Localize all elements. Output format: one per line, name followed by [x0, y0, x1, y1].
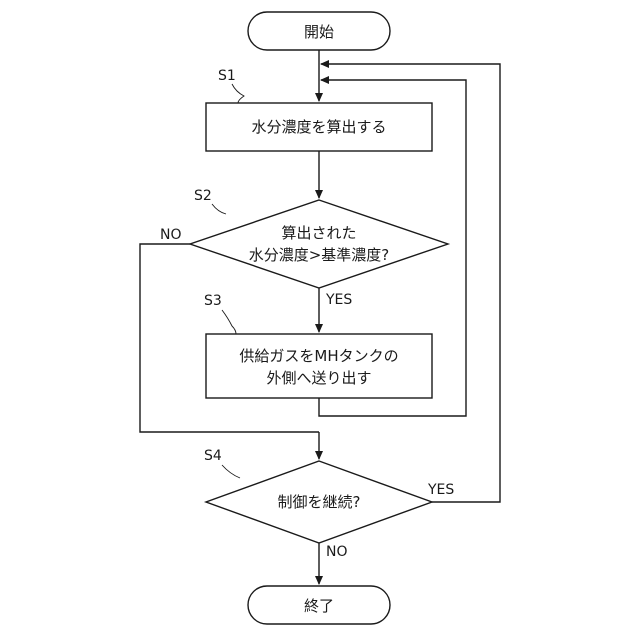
s3-process-box	[206, 334, 432, 398]
branch-label-s4-yes: YES	[427, 482, 454, 498]
start-label: 開始	[304, 23, 334, 41]
s2-decision-line1: 算出された	[281, 224, 356, 242]
s2-decision-line2: 水分濃度>基準濃度?	[249, 246, 390, 264]
s4-decision-text: 制御を継続?	[278, 493, 361, 511]
step-lead-s1	[232, 84, 244, 103]
step-label-s4: S4	[204, 448, 222, 464]
branch-label-s4-no: NO	[326, 544, 348, 560]
s3-process-line1: 供給ガスをMHタンクの	[239, 347, 398, 365]
step-lead-s3	[222, 310, 236, 334]
branch-label-s2-yes: YES	[325, 292, 352, 308]
step-label-s1: S1	[218, 68, 236, 84]
s3-process-line2: 外側へ送り出す	[266, 369, 371, 387]
branch-label-s2-no: NO	[160, 227, 182, 243]
s2-decision	[190, 200, 448, 288]
step-label-s3: S3	[204, 293, 222, 309]
end-label: 終了	[304, 597, 334, 615]
step-label-s2: S2	[194, 188, 212, 204]
step-lead-s2	[212, 204, 226, 214]
step-lead-s4	[222, 465, 240, 478]
s1-process-text: 水分濃度を算出する	[251, 118, 386, 136]
